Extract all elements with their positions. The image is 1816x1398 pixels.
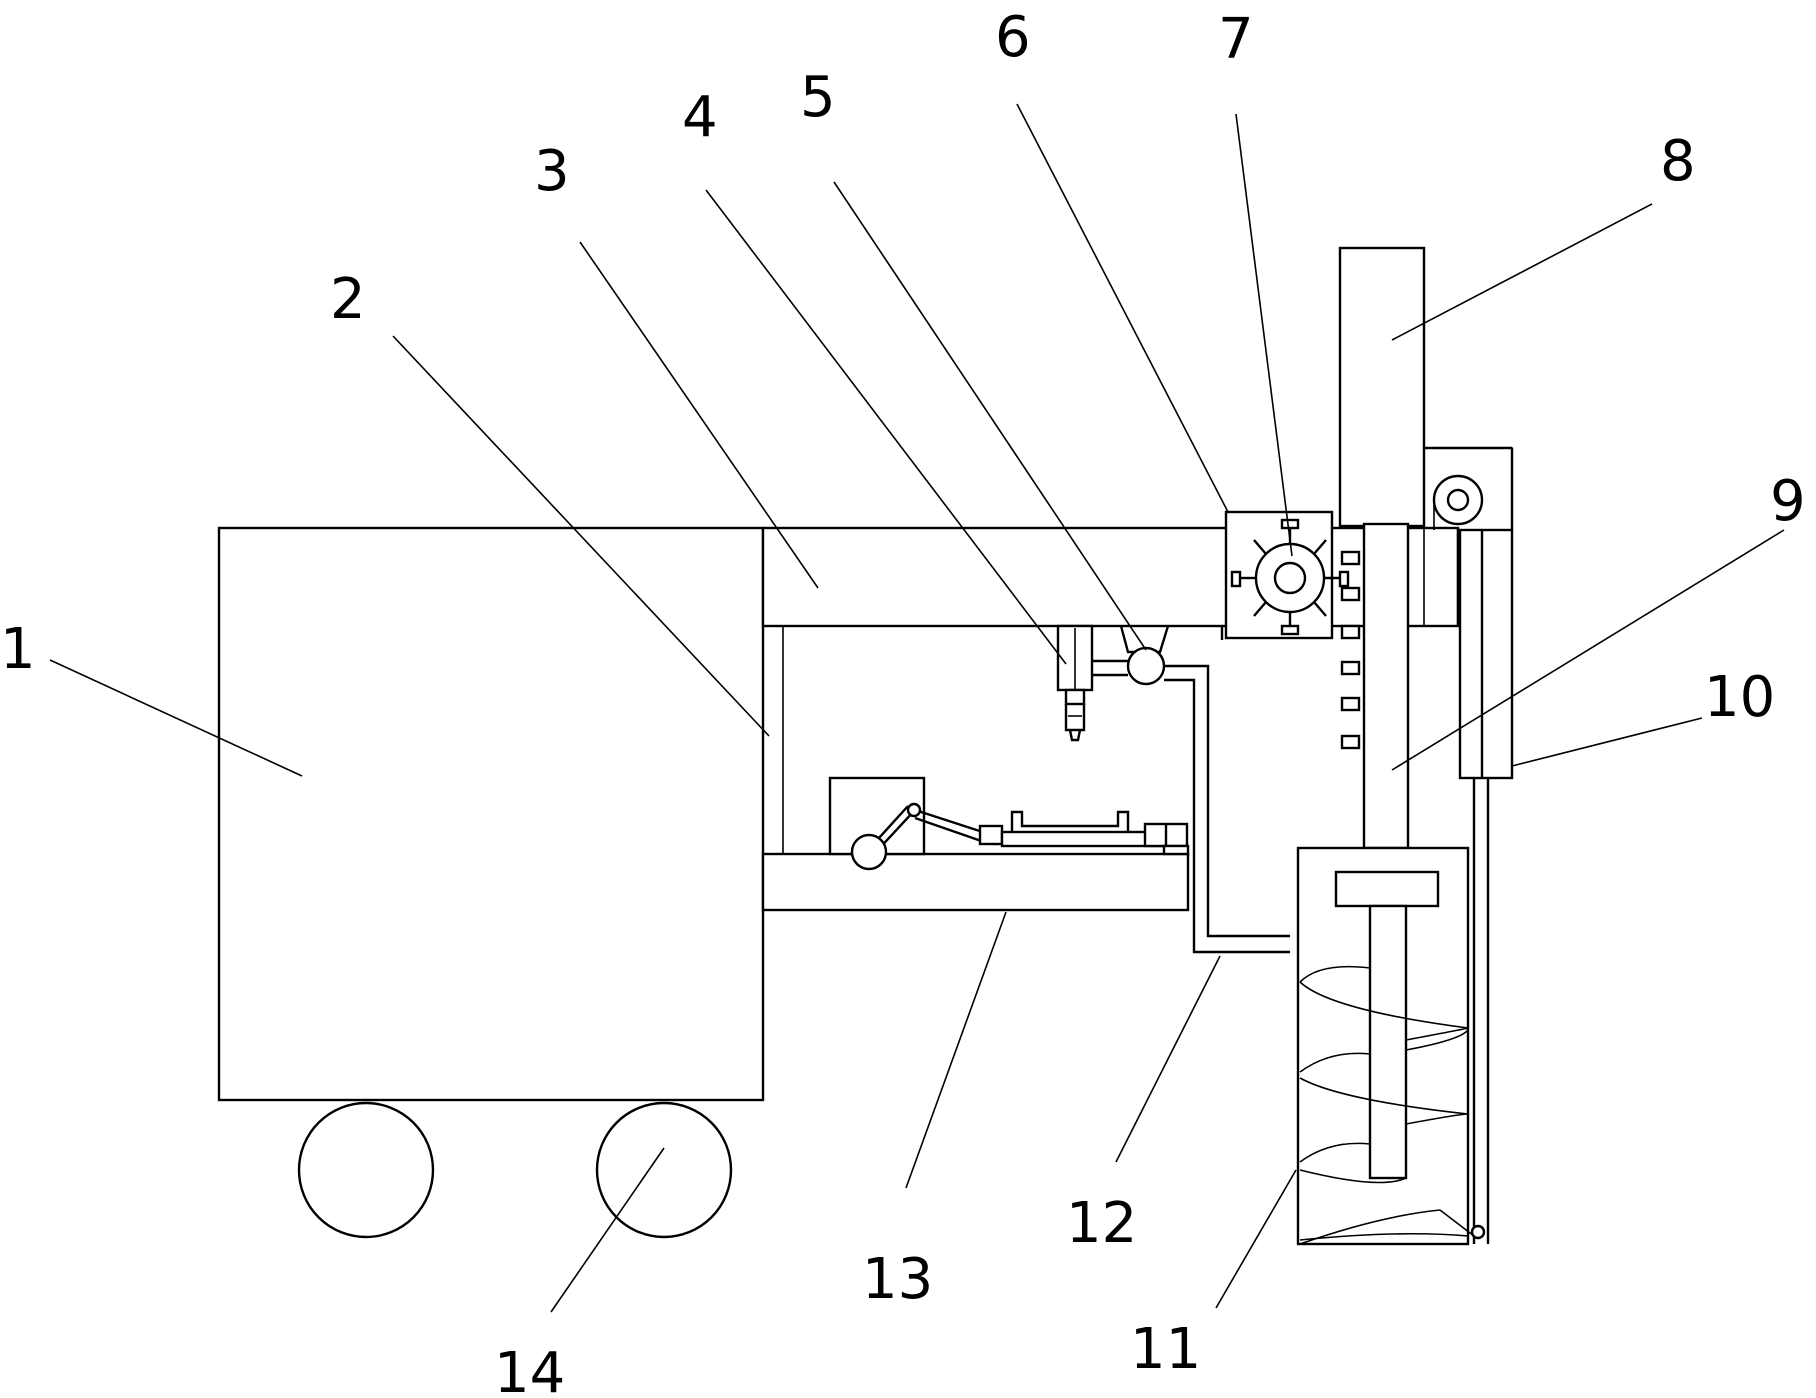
wheel-left bbox=[297, 1101, 435, 1239]
leader-lines bbox=[49, 103, 1785, 1313]
label-12: 12 bbox=[1066, 1191, 1137, 1256]
rack-teeth bbox=[1340, 550, 1361, 750]
wheel-right bbox=[595, 1101, 733, 1239]
label-13: 13 bbox=[862, 1247, 933, 1312]
support-column bbox=[762, 625, 784, 855]
label-14: 14 bbox=[494, 1341, 565, 1398]
label-2: 2 bbox=[330, 267, 366, 332]
label-10: 10 bbox=[1704, 665, 1775, 730]
lower-platform bbox=[761, 852, 1190, 912]
label-11: 11 bbox=[1130, 1317, 1201, 1382]
part-labels: 1 2 3 4 5 6 7 8 9 10 11 12 13 14 bbox=[0, 5, 1806, 1398]
linkage-mechanism bbox=[850, 802, 1190, 871]
label-8: 8 bbox=[1660, 129, 1696, 194]
label-5: 5 bbox=[800, 65, 836, 130]
cylinder bbox=[1433, 500, 1514, 1244]
label-3: 3 bbox=[534, 139, 570, 204]
pump-connector bbox=[1092, 625, 1170, 686]
label-7: 7 bbox=[1218, 7, 1254, 72]
nozzle bbox=[1056, 624, 1094, 742]
auger-housing bbox=[1296, 846, 1486, 1246]
lift-column bbox=[1362, 522, 1410, 850]
main-body bbox=[217, 526, 765, 1102]
top-beam bbox=[761, 526, 1460, 628]
label-6: 6 bbox=[995, 5, 1031, 70]
pipe bbox=[1164, 626, 1290, 954]
upper-column bbox=[1338, 246, 1426, 528]
label-4: 4 bbox=[682, 85, 718, 150]
label-1: 1 bbox=[0, 617, 36, 682]
label-9: 9 bbox=[1770, 469, 1806, 534]
